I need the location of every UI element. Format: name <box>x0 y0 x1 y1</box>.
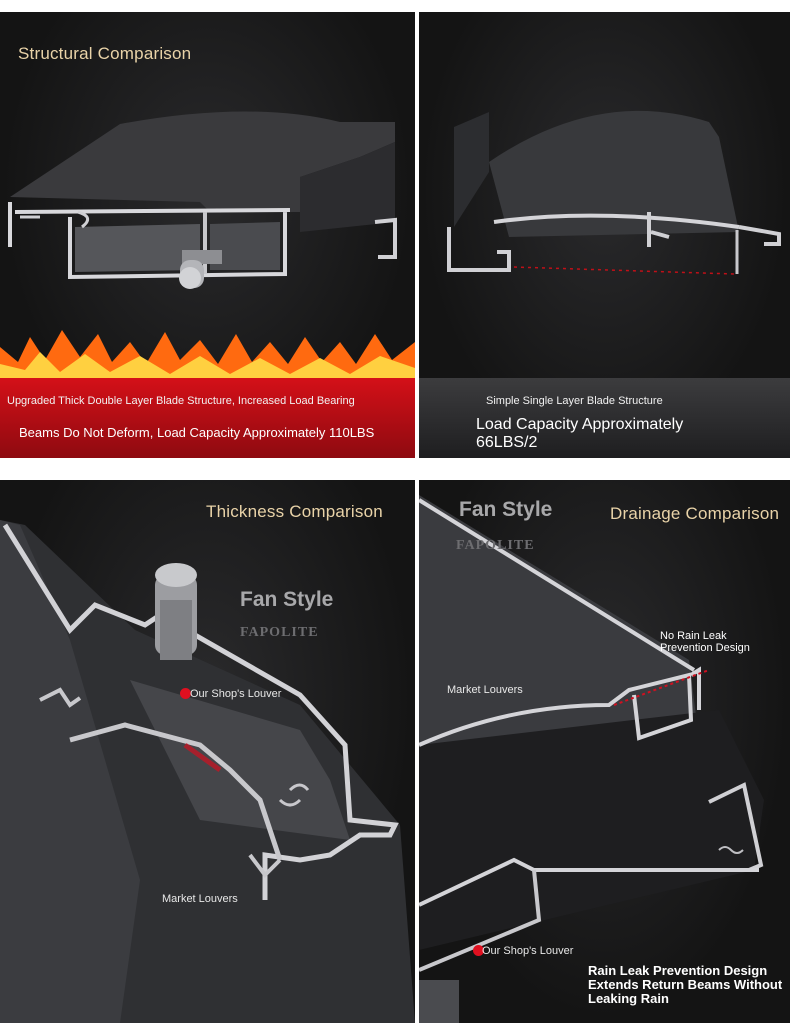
single-layer-profile-illustration <box>447 110 781 275</box>
single-layer-caption: Simple Single Layer Blade Structure <box>486 395 663 407</box>
market-louvers-label: Market Louvers <box>162 893 238 905</box>
single-layer-caption-bar <box>419 378 790 458</box>
structural-left-panel: Structural Comparison Upgraded Thick Dou… <box>0 12 415 458</box>
shop-louver-marker-icon <box>473 945 484 956</box>
load-capacity-66-caption: Load Capacity Approximately 66LBS/2 <box>476 416 684 451</box>
drainage-profile-illustration <box>419 495 764 1023</box>
load-caption-bar <box>0 378 415 458</box>
section-heading-structural: Structural Comparison <box>18 44 192 63</box>
brand-fan-style: Fan Style <box>240 588 334 611</box>
load-capacity-110-caption: Beams Do Not Deform, Load Capacity Appro… <box>19 425 375 440</box>
rain-leak-prevention-caption: Rain Leak Prevention Design Extends Retu… <box>588 963 783 1006</box>
drainage-panel: Fan Style FAPOLITE Drainage Comparison N… <box>419 480 790 1023</box>
market-louvers-label: Market Louvers <box>447 684 523 696</box>
thickness-profile-illustration <box>0 520 415 1023</box>
double-layer-profile-illustration <box>0 111 415 382</box>
structural-right-panel: Simple Single Layer Blade Structure Load… <box>419 12 790 458</box>
double-layer-caption: Upgraded Thick Double Layer Blade Struct… <box>7 395 355 407</box>
brand-fapolite: FAPOLITE <box>240 625 319 640</box>
brand-fapolite: FAPOLITE <box>456 538 535 553</box>
our-shop-louver-label: Our Shop's Louver <box>190 688 282 700</box>
no-rain-leak-note: No Rain Leak Prevention Design <box>660 630 750 654</box>
brand-fan-style: Fan Style <box>459 498 553 521</box>
thickness-panel: Thickness Comparison Fan Style FAPOLITE … <box>0 480 415 1023</box>
shop-louver-marker-icon <box>180 688 191 699</box>
section-heading-thickness: Thickness Comparison <box>206 502 383 521</box>
section-heading-drainage: Drainage Comparison <box>610 504 780 523</box>
our-shop-louver-label: Our Shop's Louver <box>482 945 574 957</box>
